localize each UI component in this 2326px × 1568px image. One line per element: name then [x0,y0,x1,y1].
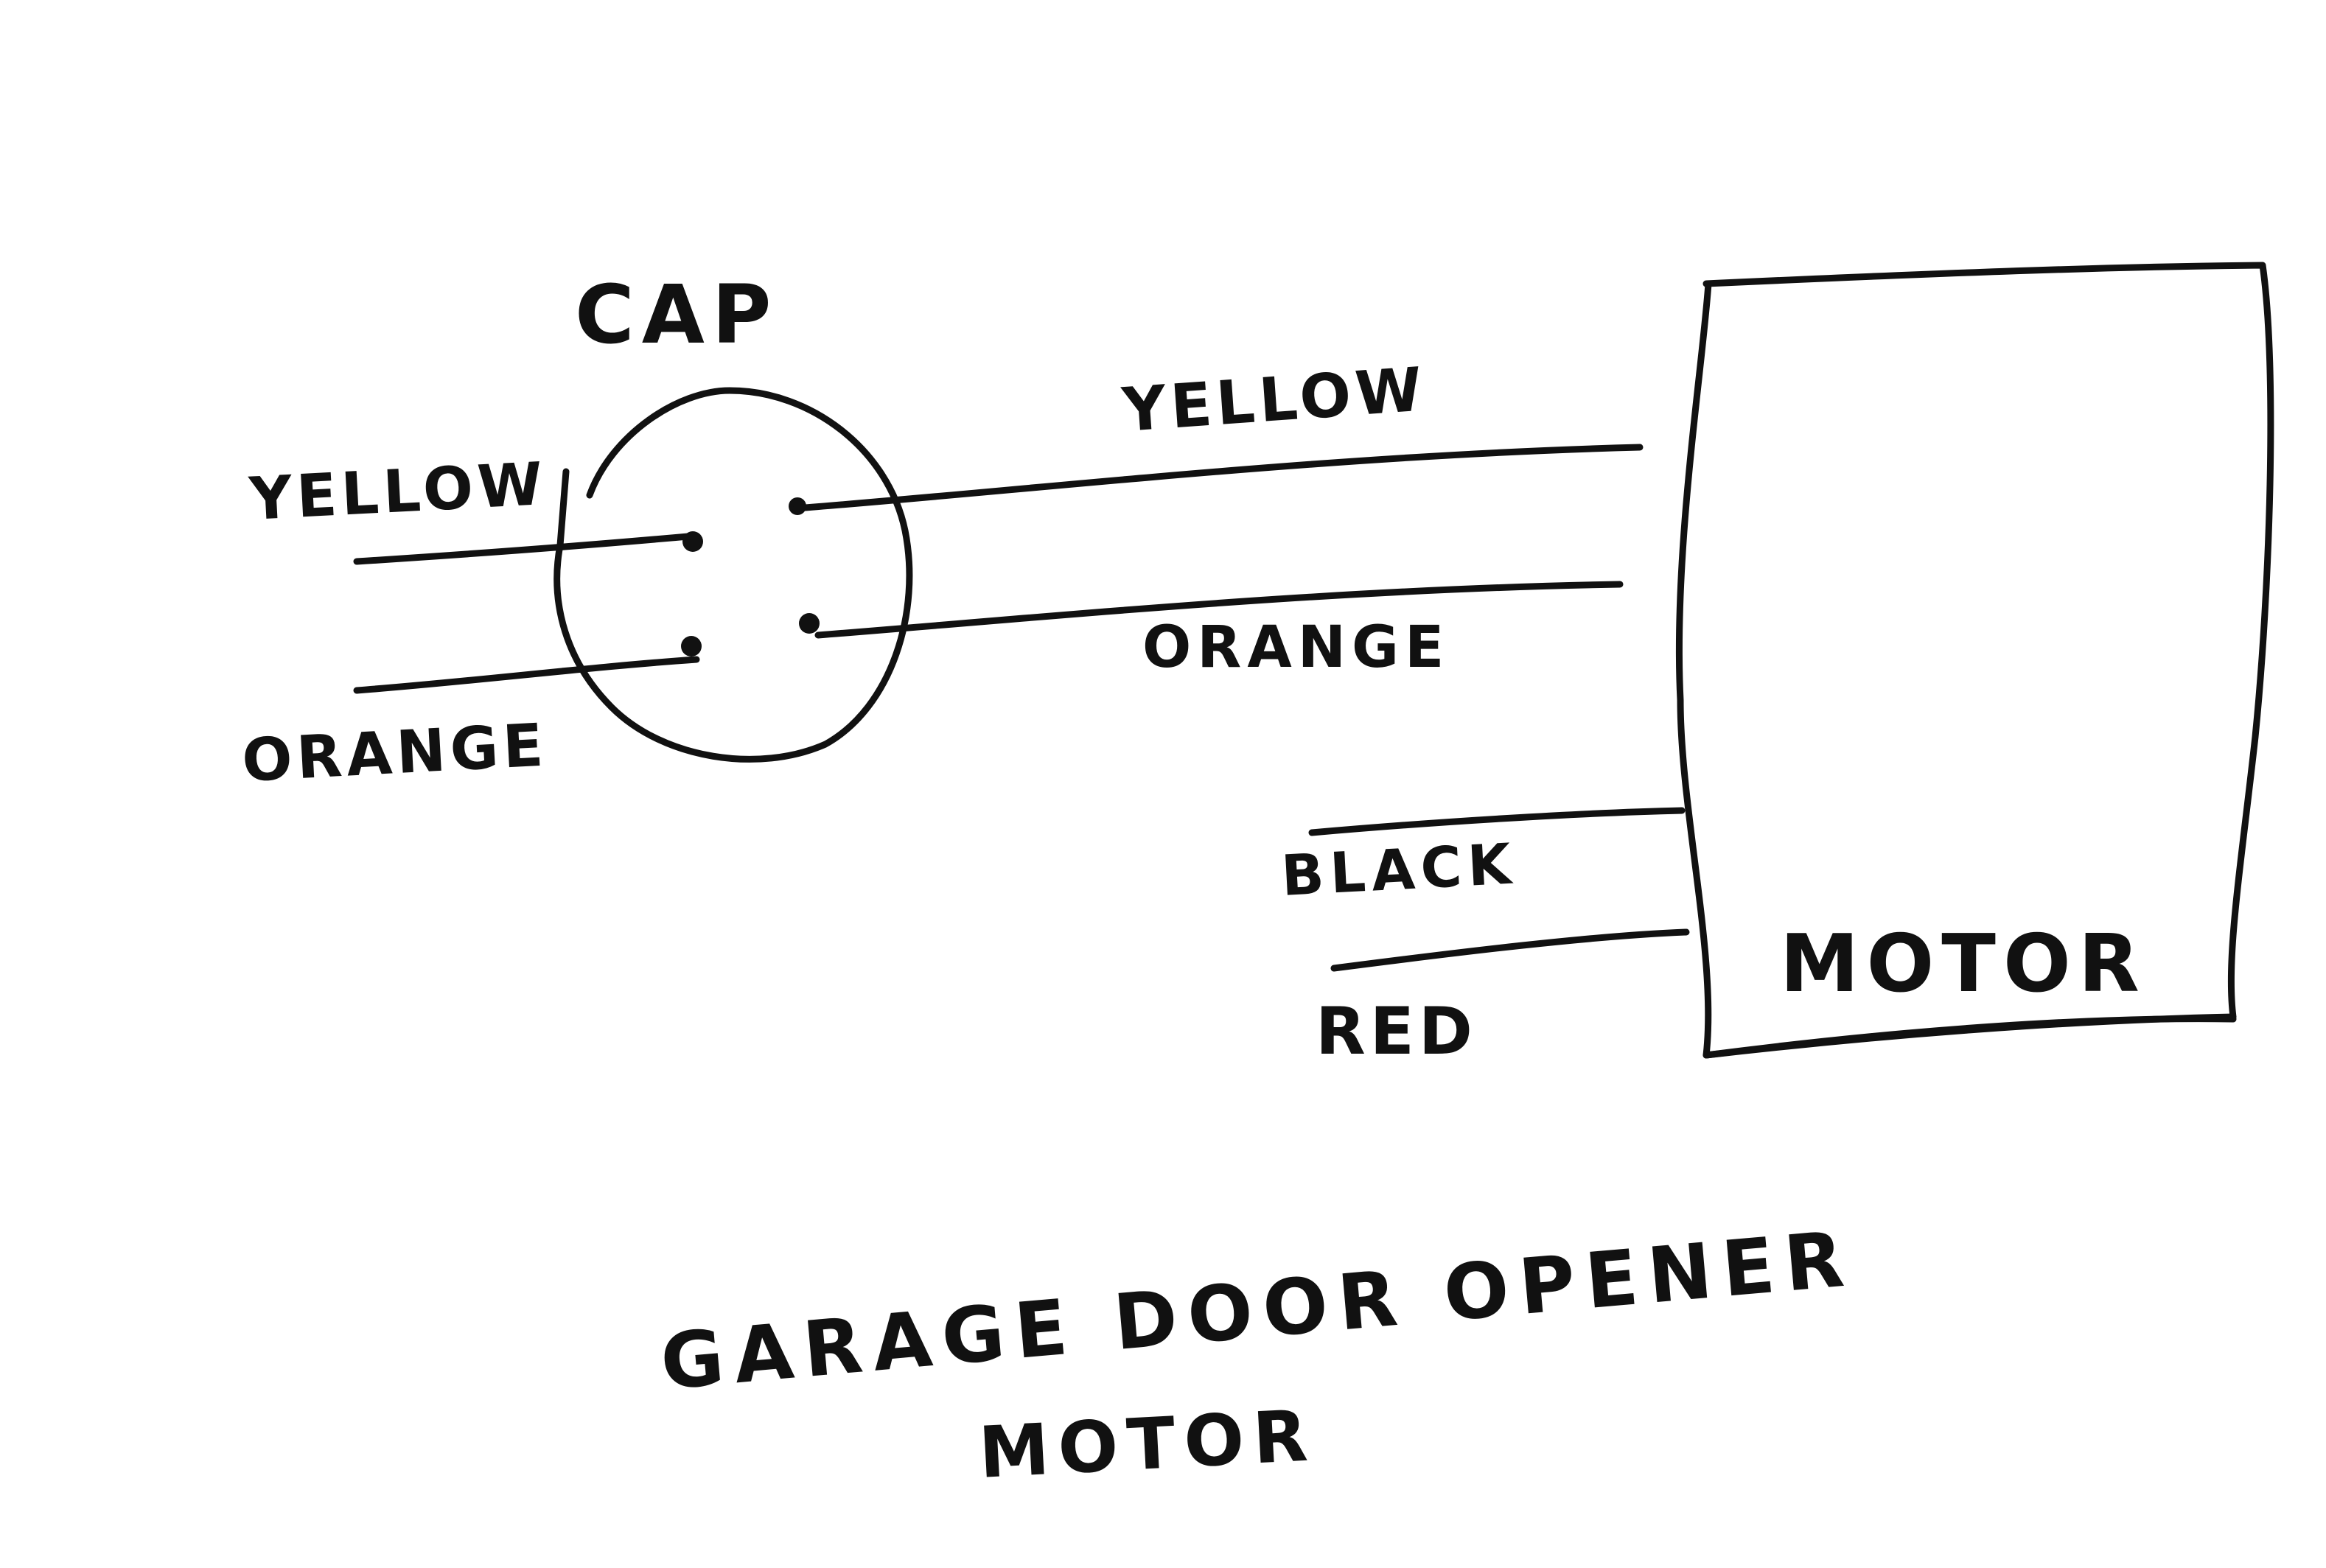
red-wire-label: RED [1316,993,1477,1069]
motor [1675,262,2274,1059]
motor-box-bottom-edge [1702,1015,2237,1059]
capacitor-body [553,387,913,763]
motor-label: MOTOR [1780,918,2147,1010]
wire-orange-to-motor [814,581,1624,639]
left-yellow-label: YELLOW [247,449,548,533]
wire-yellow-left [353,532,700,565]
title-line-1: GARAGE DOOR OPENER [657,1214,1858,1407]
cap-terminal-right-bottom [799,613,820,634]
right-orange-label: ORANGE [1142,615,1450,681]
title-line-2: MOTOR [977,1394,1318,1494]
right-yellow-label: YELLOW [1120,354,1429,446]
wire-yellow-to-motor [792,444,1644,512]
cap-terminal-left-bottom [681,636,702,657]
wire-orange-left [353,656,700,694]
wire-red [1330,928,1690,972]
capacitor [553,387,913,763]
black-wire-label: BLACK [1279,830,1518,909]
wire-black [1308,807,1686,836]
cap-label: CAP [575,267,778,362]
left-orange-label: ORANGE [240,710,549,795]
